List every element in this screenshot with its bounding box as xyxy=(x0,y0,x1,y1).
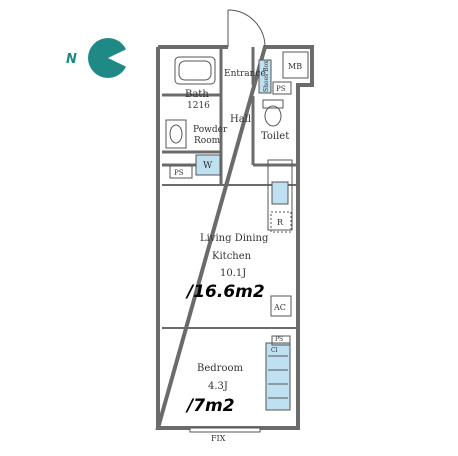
vanity xyxy=(165,119,187,149)
label-toilet: Toilet xyxy=(261,131,289,142)
label-ps-left: PS xyxy=(174,169,184,177)
label-hall: Hall xyxy=(230,114,251,125)
compass: N xyxy=(66,38,131,78)
label-powder-1: Powder xyxy=(193,125,228,135)
label-bedroom-size: 4.3J xyxy=(208,381,228,392)
bedroom-closet xyxy=(265,335,291,411)
window-fix xyxy=(189,427,261,433)
label-ac: AC xyxy=(273,303,286,312)
label-mb: MB xyxy=(288,62,302,71)
label-bedroom: Bedroom xyxy=(197,363,243,374)
kitchen-counter xyxy=(267,159,293,317)
label-bedroom-area: /7m2 xyxy=(185,396,235,416)
label-bath: Bath xyxy=(185,89,209,100)
label-ldk-2: Kitchen xyxy=(212,251,252,262)
label-cl: Cl xyxy=(271,347,278,354)
fridge-space xyxy=(270,211,292,233)
label-entrance: Entrance xyxy=(224,69,266,79)
ps-box-bedroom xyxy=(271,335,291,346)
label-ldk-area: /16.6m2 xyxy=(185,282,265,302)
label-powder-2: Room xyxy=(194,136,221,146)
compass-notch xyxy=(108,47,131,69)
ps-box-top xyxy=(272,81,292,95)
ac-box xyxy=(270,295,292,317)
label-ps-top: PS xyxy=(276,85,286,93)
label-w: W xyxy=(203,161,213,171)
bathtub xyxy=(174,56,216,85)
kitchen-sink xyxy=(271,181,289,205)
entrance-door xyxy=(227,9,266,48)
washer-space xyxy=(195,154,221,176)
outer-walls xyxy=(155,45,314,430)
toilet-fixture xyxy=(262,99,284,127)
mb-box xyxy=(282,51,309,79)
label-bath-size: 1216 xyxy=(187,101,210,111)
label-r: R xyxy=(277,218,284,227)
label-fix: FIX xyxy=(211,434,226,443)
room-labels: Entrance Shoes Box MB Bath 1216 Powder R… xyxy=(174,60,302,443)
label-ldk-size: 10.1J xyxy=(220,268,246,279)
label-ps-bedroom: PS xyxy=(275,336,283,343)
shoes-box xyxy=(258,59,272,94)
compass-north-label: N xyxy=(66,52,77,67)
label-ldk-1: Living Dining xyxy=(200,233,269,244)
label-shoes-box: Shoes Box xyxy=(263,60,270,92)
ps-box-left xyxy=(169,165,193,179)
